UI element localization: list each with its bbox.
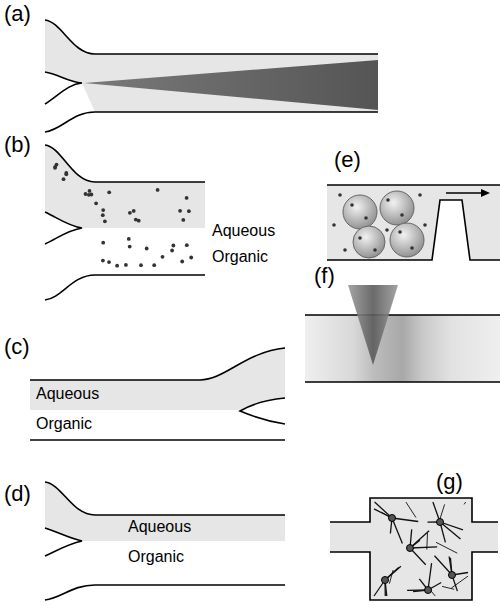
fiber bbox=[389, 570, 393, 584]
panel-letter: (d) bbox=[4, 482, 31, 506]
particle bbox=[132, 209, 136, 213]
particle bbox=[134, 218, 138, 222]
particle bbox=[181, 218, 185, 222]
fiber bbox=[428, 563, 432, 590]
particle bbox=[364, 216, 368, 220]
fiber bbox=[406, 502, 416, 518]
panel-a-channel bbox=[45, 20, 378, 132]
fiber bbox=[436, 542, 457, 553]
particle bbox=[358, 236, 362, 240]
phase-label: Aqueous bbox=[36, 385, 99, 403]
particle bbox=[343, 248, 347, 252]
particle bbox=[161, 255, 165, 259]
fiber bbox=[392, 518, 402, 543]
panel-e-filter bbox=[327, 185, 500, 260]
particle bbox=[101, 259, 105, 263]
phase-label: Organic bbox=[212, 248, 268, 266]
particle bbox=[398, 230, 402, 234]
particle bbox=[350, 203, 354, 207]
particle bbox=[103, 219, 107, 223]
particle bbox=[418, 193, 422, 197]
particle bbox=[127, 237, 131, 241]
particle bbox=[90, 193, 94, 197]
panel-f-laser bbox=[305, 285, 500, 382]
particle bbox=[64, 172, 68, 176]
particle bbox=[178, 209, 182, 213]
particle bbox=[152, 263, 156, 267]
panel-letter: (f) bbox=[314, 264, 335, 288]
cell bbox=[425, 587, 432, 594]
particle bbox=[185, 196, 189, 200]
panel-b-channel bbox=[45, 145, 205, 300]
fiber bbox=[464, 502, 466, 504]
phase-label: Organic bbox=[36, 415, 92, 433]
particle bbox=[332, 223, 336, 227]
phase-label: Organic bbox=[128, 548, 184, 566]
particle bbox=[53, 166, 57, 170]
particle bbox=[386, 198, 390, 202]
particle bbox=[101, 241, 105, 245]
panel-d-channel bbox=[45, 482, 285, 600]
particle bbox=[115, 264, 119, 268]
particle bbox=[180, 260, 184, 264]
phase-label: Aqueous bbox=[212, 222, 275, 240]
particle bbox=[88, 189, 92, 193]
fiber bbox=[442, 586, 454, 589]
particle bbox=[94, 201, 98, 205]
particle bbox=[156, 188, 160, 192]
particle bbox=[84, 192, 88, 196]
panel-g-chamber bbox=[330, 498, 498, 600]
particle bbox=[172, 244, 176, 248]
particles bbox=[332, 193, 427, 252]
particle bbox=[101, 208, 105, 212]
particle bbox=[124, 263, 128, 267]
particle bbox=[128, 211, 132, 215]
phase-label: Aqueous bbox=[128, 518, 191, 536]
cell bbox=[382, 577, 389, 584]
particle bbox=[139, 263, 143, 267]
particle bbox=[410, 246, 414, 250]
fiber bbox=[440, 522, 461, 539]
particle bbox=[101, 213, 105, 217]
particle bbox=[107, 190, 111, 194]
particle bbox=[338, 193, 342, 197]
panel-c-channel bbox=[30, 348, 285, 440]
particle bbox=[128, 245, 132, 249]
particle bbox=[373, 248, 377, 252]
fiber bbox=[426, 533, 428, 550]
panel-letter: (b) bbox=[4, 133, 31, 157]
cell bbox=[449, 572, 456, 579]
panel-letter: (e) bbox=[334, 148, 361, 172]
particle bbox=[400, 213, 404, 217]
panel-letter: (a) bbox=[4, 2, 31, 26]
panel-letter: (c) bbox=[4, 335, 30, 359]
particle bbox=[187, 209, 191, 213]
particle bbox=[385, 228, 389, 232]
particle bbox=[170, 249, 174, 253]
particle bbox=[189, 256, 193, 260]
particle bbox=[185, 243, 189, 247]
fiber-network bbox=[374, 502, 468, 596]
particle bbox=[423, 223, 427, 227]
panel-letter: (g) bbox=[436, 470, 463, 494]
cell bbox=[407, 545, 414, 552]
particle bbox=[107, 260, 111, 264]
cell bbox=[389, 515, 396, 522]
particle bbox=[145, 247, 149, 251]
cell bbox=[437, 519, 444, 526]
fiber bbox=[410, 547, 437, 548]
particle bbox=[62, 177, 66, 181]
particle bbox=[53, 165, 57, 169]
particles bbox=[53, 163, 193, 268]
